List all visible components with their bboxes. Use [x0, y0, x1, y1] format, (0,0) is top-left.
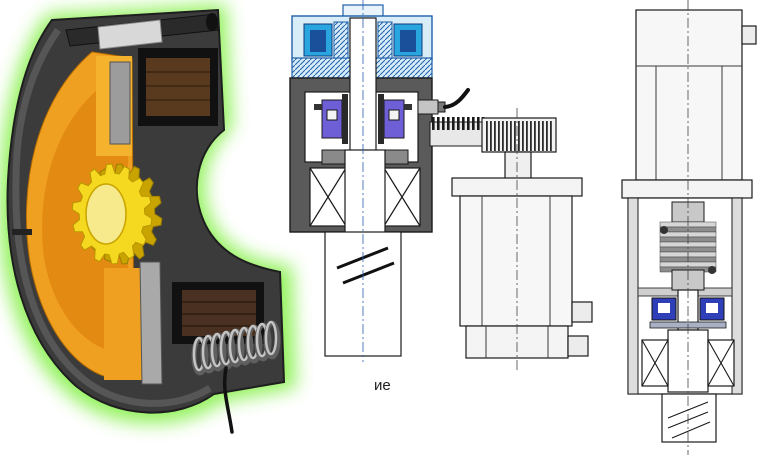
caption-fragment: ие: [374, 377, 391, 394]
motor-body-facets: [481, 196, 551, 326]
motor-coupling-brake-drawing: [621, 0, 757, 455]
brake-coil-left-winding: [310, 30, 326, 52]
gear-bore: [85, 183, 127, 245]
pinion-tooth: [486, 121, 488, 151]
brake-core-left: [333, 21, 349, 59]
coil-winding-upper-lines: [146, 71, 210, 101]
spring-coil-highlight: [264, 320, 278, 356]
release-rod-end: [206, 13, 218, 31]
housing-rim-highlight: [12, 27, 212, 407]
motor-connector-upper: [571, 301, 593, 323]
brake-rack-drive-drawing: [289, 0, 593, 372]
brake-magnet-right-core: [706, 303, 718, 313]
motor-body: [459, 195, 573, 327]
motor-end-cap-lines: [485, 326, 549, 358]
brake-cutaway-illustration: [0, 4, 296, 434]
mounting-pin: [12, 229, 32, 235]
pinion-tooth: [526, 121, 528, 151]
pinion-tooth: [502, 121, 504, 151]
pinion-tooth: [510, 121, 512, 151]
bearing-assembly-left: [314, 94, 348, 144]
pinion-hub: [504, 151, 532, 181]
pinion-tooth: [546, 121, 548, 151]
servo-motor-lines: [636, 65, 742, 180]
pinion-teeth: [486, 121, 552, 151]
screw-left: [314, 104, 322, 110]
shaft-break-mark: [336, 246, 395, 285]
rack-tooth: [467, 117, 470, 130]
rack-tooth: [477, 117, 480, 130]
pinion-tooth: [494, 121, 496, 151]
servo-motor-body: [635, 9, 743, 181]
servo-motor-connector: [741, 25, 757, 45]
screw-right: [404, 104, 412, 110]
output-bearing-right-cross: [707, 339, 735, 387]
rack-tooth: [462, 117, 465, 130]
rack-tooth: [432, 117, 435, 130]
spline-hub: [71, 163, 163, 265]
output-bearing-left-cross: [641, 339, 669, 387]
rack-tooth: [472, 117, 475, 130]
coil-winding-lower-lines: [182, 301, 256, 327]
shaft-middle: [344, 149, 386, 235]
clamp-left: [342, 94, 348, 144]
compression-spring: [191, 320, 281, 376]
sensor-cable: [443, 88, 470, 109]
release-rod-sleeve: [97, 19, 163, 50]
clamp-right: [378, 94, 384, 144]
pinion-tooth: [534, 121, 536, 151]
brake-coil-right-winding: [400, 30, 416, 52]
pinion-tooth: [530, 121, 532, 151]
housing-wall-left: [627, 197, 639, 395]
bearing-ball-right: [388, 109, 400, 121]
bearing-assembly-right: [378, 94, 412, 144]
brake-magnet-left-core: [658, 303, 670, 313]
limit-sensor: [417, 99, 439, 115]
pinion-tooth: [506, 121, 508, 151]
bearing-left-cross: [309, 167, 347, 227]
coupling-screw-upper: [660, 226, 668, 234]
rack-tooth: [457, 117, 460, 130]
brake-core-right: [377, 21, 393, 59]
rack-tooth: [442, 117, 445, 130]
adapter-flange: [621, 179, 753, 199]
motor-connector-lower: [567, 335, 589, 357]
pinion-tooth: [550, 121, 552, 151]
lead-cable: [222, 366, 234, 434]
bearing-right-cross: [383, 167, 421, 227]
bearing-ball-left: [326, 109, 338, 121]
shaft-extension: [661, 393, 717, 443]
coil-winding-upper: [146, 58, 210, 116]
rack-tooth: [452, 117, 455, 130]
armature-plate-lower-section: [104, 268, 144, 380]
pinion-tooth: [518, 121, 520, 151]
pinion-tooth: [522, 121, 524, 151]
pinion-tooth: [498, 121, 500, 151]
pinion-tooth: [514, 121, 516, 151]
pressure-plate-upper: [109, 61, 131, 145]
pinion-tooth: [542, 121, 544, 151]
coupling-screw-lower: [708, 266, 716, 274]
pinion-tooth: [538, 121, 540, 151]
pinion-tooth: [490, 121, 492, 151]
pressure-plate-lower: [139, 261, 163, 385]
rack-tooth: [437, 117, 440, 130]
rack-tooth: [447, 117, 450, 130]
